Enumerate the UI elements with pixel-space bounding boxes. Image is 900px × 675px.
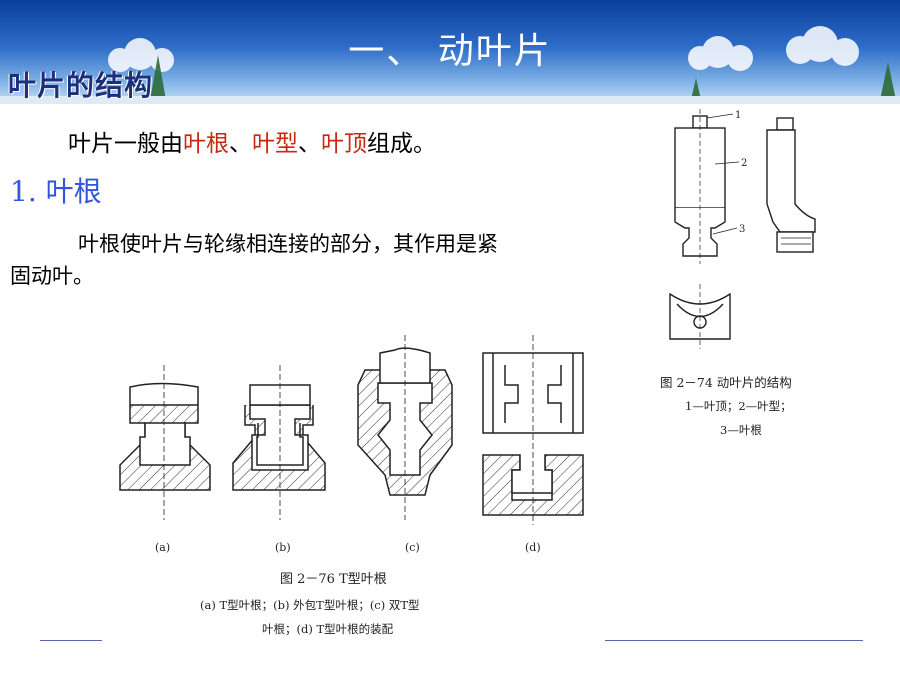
figure76-title: 图 2－76 T型叶根 — [280, 572, 387, 587]
section-title: 叶片的结构 — [8, 69, 154, 102]
figure-blade-structure: 1 2 3 图 2－74 动叶片的结构 1—叶顶；2—叶型； 3—叶根 — [660, 109, 816, 437]
banner-background — [0, 26, 900, 104]
blade-section-view — [669, 284, 731, 349]
figure-t-roots: (a) (b) (c) (d) 图 2－76 T型叶根 (a) T型叶根；(b)… — [119, 335, 584, 636]
figure76-caption-1: (a) T型叶根；(b) 外包T型叶根；(c) 双T型 — [200, 598, 420, 612]
t-root-a-drawing — [119, 365, 211, 520]
figure74-title: 图 2－74 动叶片的结构 — [660, 375, 792, 390]
figure74-caption-1: 1—叶顶；2—叶型； — [685, 399, 792, 413]
t-root-c-drawing — [357, 335, 453, 520]
header-banner: 一、 动叶片 叶片的结构 — [0, 0, 900, 104]
slide-title: 一、 动叶片 — [348, 31, 552, 72]
paragraph-line-1: 叶根使叶片与轮缘相连接的部分，其作用是紧 — [78, 232, 498, 256]
t-root-b-drawing — [232, 365, 326, 520]
footer-rule-left — [40, 640, 102, 641]
t-root-d-drawing — [482, 335, 584, 525]
heading-blade-root: 1. 叶根 — [10, 175, 102, 208]
blade-side-view — [766, 117, 816, 253]
callout-2: 2 — [741, 158, 747, 169]
intro-prefix: 叶片一般由 — [68, 131, 183, 157]
label-b: (b) — [275, 541, 291, 554]
intro-separator-2: 、 — [298, 131, 321, 157]
intro-suffix: 组成。 — [367, 131, 436, 157]
label-c: (c) — [405, 541, 420, 554]
figure76-caption-2: 叶根；(d) T型叶根的装配 — [262, 622, 394, 636]
term-blade-tip: 叶顶 — [321, 131, 367, 157]
label-a: (a) — [155, 541, 170, 554]
label-d: (d) — [525, 541, 541, 554]
term-blade-profile: 叶型 — [252, 131, 298, 157]
paragraph-line-2: 固动叶。 — [10, 264, 94, 288]
callout-1: 1 — [735, 110, 741, 121]
intro-sentence: 叶片一般由叶根、叶型、叶顶组成。 — [68, 124, 436, 158]
paragraph: 叶根使叶片与轮缘相连接的部分，其作用是紧 固动叶。 — [10, 228, 600, 292]
blade-front-view — [674, 109, 740, 264]
figure74-caption-2: 3—叶根 — [720, 423, 762, 437]
footer-rule-right — [605, 640, 863, 641]
callout-3: 3 — [739, 224, 745, 235]
term-blade-root: 叶根 — [183, 131, 229, 157]
intro-separator-1: 、 — [229, 131, 252, 157]
